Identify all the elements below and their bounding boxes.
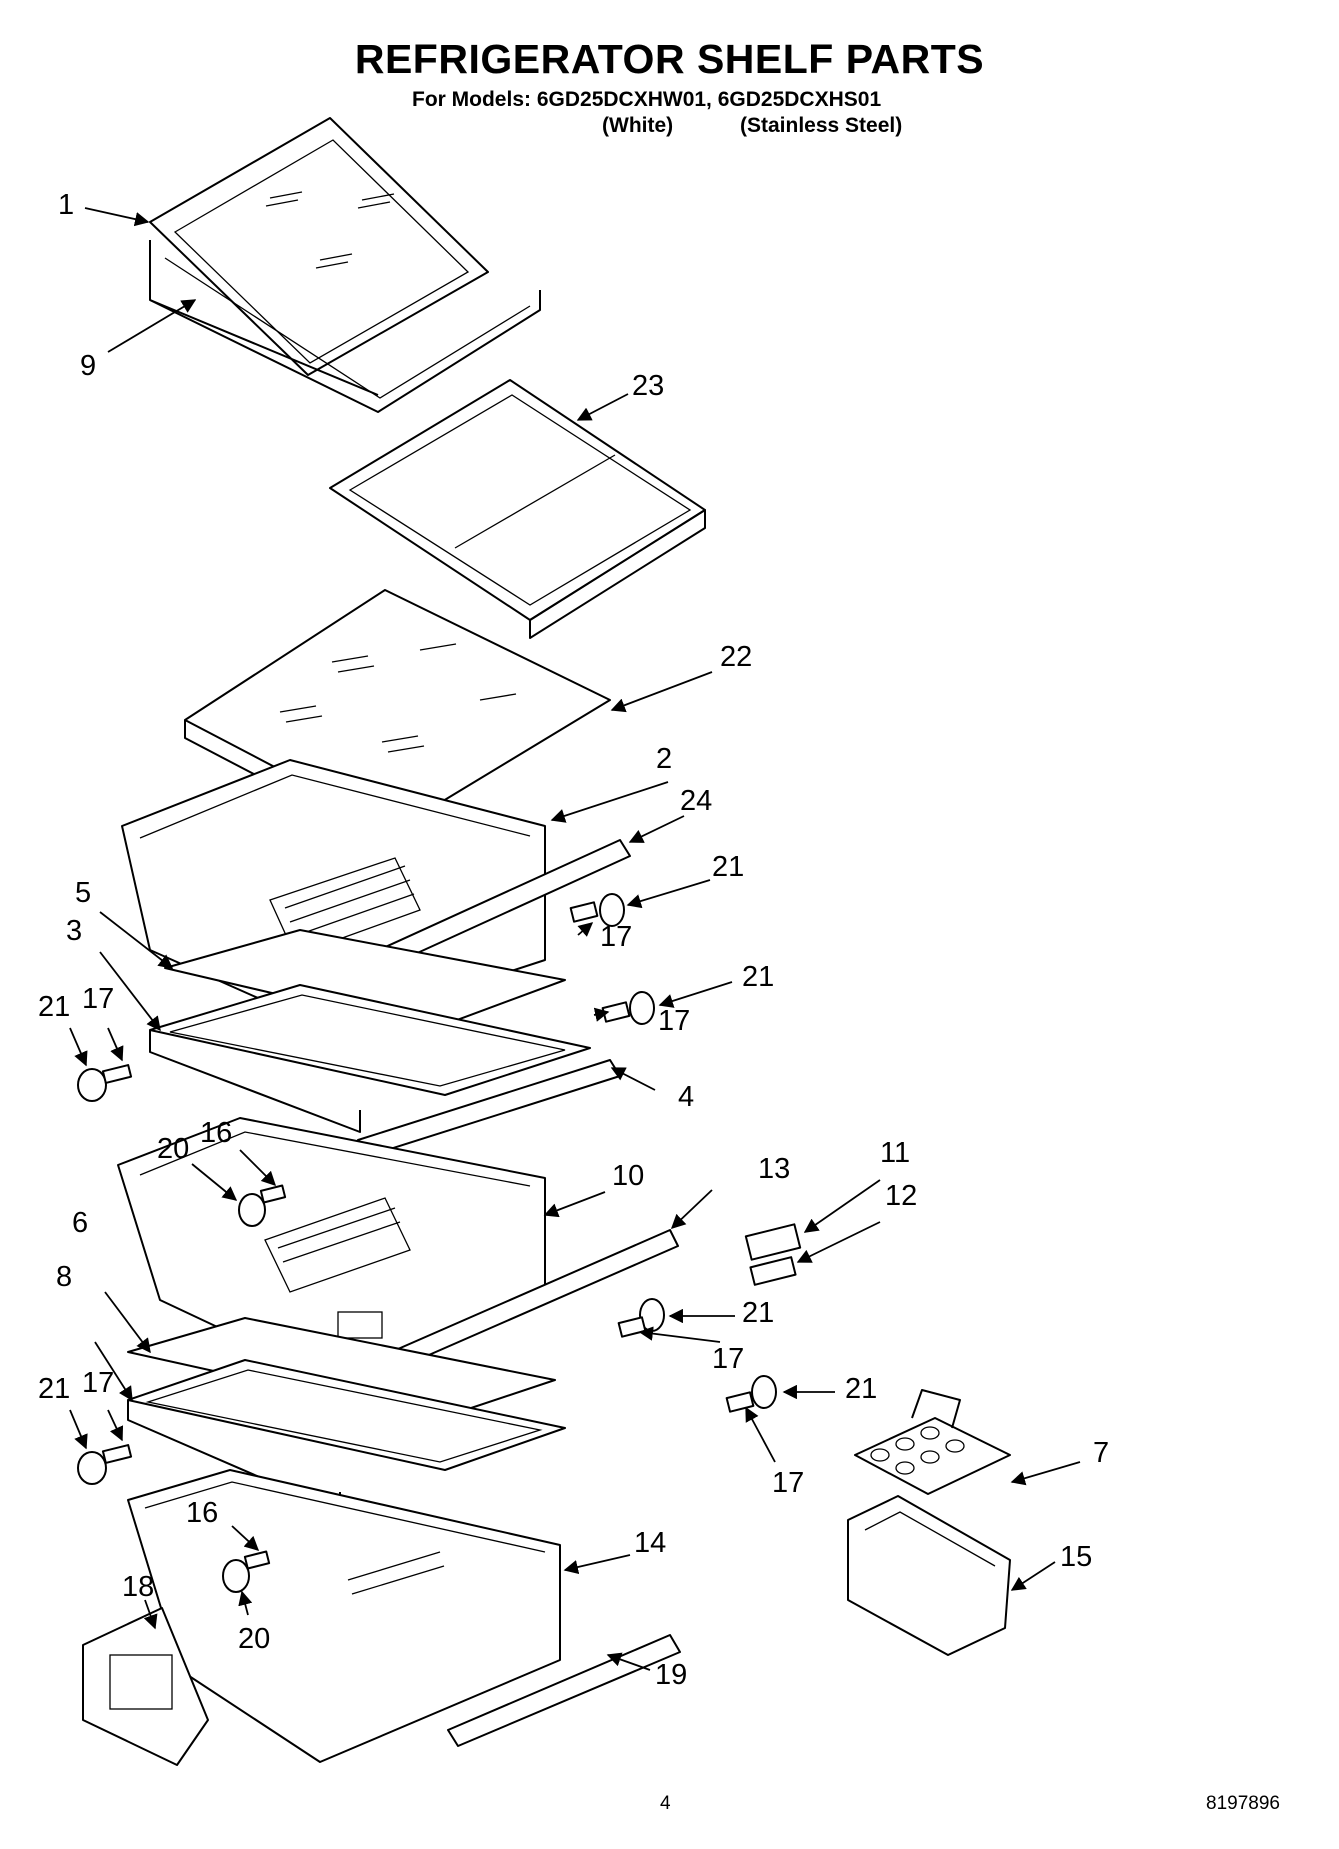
callout-labels: 1 9 23 22 2 24 21 5 17 3 21 21 17 17 4 1… — [38, 189, 1109, 1691]
part-8-crisper-frame — [127, 1359, 566, 1513]
part-11-slide — [744, 1223, 802, 1261]
callout-23: 23 — [632, 370, 664, 402]
callout-11: 11 — [880, 1137, 910, 1169]
hardware-wheels-screws — [77, 893, 777, 1593]
callout-7: 7 — [1093, 1437, 1109, 1469]
callout-14: 14 — [634, 1527, 666, 1559]
callout-20-a: 20 — [157, 1133, 189, 1165]
callout-21-b: 21 — [742, 961, 774, 993]
callout-1: 1 — [58, 189, 74, 221]
callout-15: 15 — [1060, 1541, 1092, 1573]
part-12-bracket — [749, 1256, 797, 1286]
callout-17-a: 17 — [600, 921, 632, 953]
callout-17-b: 17 — [82, 983, 114, 1015]
callout-4: 4 — [678, 1081, 694, 1113]
part-10-crisper-drawer — [117, 1117, 546, 1381]
callout-18: 18 — [122, 1571, 154, 1603]
part-9-shelf-frame — [149, 240, 541, 413]
page-title: REFRIGERATOR SHELF PARTS — [354, 36, 985, 82]
callout-21-c: 21 — [38, 991, 70, 1023]
callout-24: 24 — [680, 785, 712, 817]
document-number: 8197896 — [1206, 1793, 1280, 1814]
callout-16-a: 16 — [200, 1117, 232, 1149]
callout-17-c: 17 — [658, 1005, 690, 1037]
callout-17-d: 17 — [712, 1343, 744, 1375]
callout-2: 2 — [656, 743, 672, 775]
part-23-shelf-frame — [329, 379, 706, 639]
leader-lines — [69, 207, 1081, 1671]
callout-21-f: 21 — [38, 1373, 70, 1405]
part-15-egg-bin — [847, 1495, 1011, 1656]
callout-12: 12 — [885, 1180, 917, 1212]
callout-21-e: 21 — [845, 1373, 877, 1405]
callout-21-a: 21 — [712, 851, 744, 883]
variant-stainless: (Stainless Steel) — [740, 114, 903, 137]
callout-16-b: 16 — [186, 1497, 218, 1529]
callout-6: 6 — [72, 1207, 88, 1239]
callout-17-e: 17 — [82, 1367, 114, 1399]
model-numbers: For Models: 6GD25DCXHW01, 6GD25DCXHS01 — [412, 88, 882, 111]
callout-8: 8 — [56, 1261, 72, 1293]
page-number: 4 — [660, 1793, 671, 1814]
callout-3: 3 — [66, 915, 82, 947]
callout-9: 9 — [80, 350, 96, 382]
callout-17-f: 17 — [772, 1467, 804, 1499]
variant-white: (White) — [602, 114, 674, 137]
callout-21-d: 21 — [742, 1297, 774, 1329]
part-1-glass-shelf — [149, 117, 489, 376]
callout-10: 10 — [612, 1160, 644, 1192]
callout-20-b: 20 — [238, 1623, 270, 1655]
callout-22: 22 — [720, 641, 752, 673]
callout-5: 5 — [75, 877, 91, 909]
callout-19: 19 — [655, 1659, 687, 1691]
callout-13: 13 — [758, 1153, 790, 1185]
part-3-crisper-frame — [149, 984, 591, 1133]
part-7-egg-tray-lid — [854, 1389, 1011, 1495]
